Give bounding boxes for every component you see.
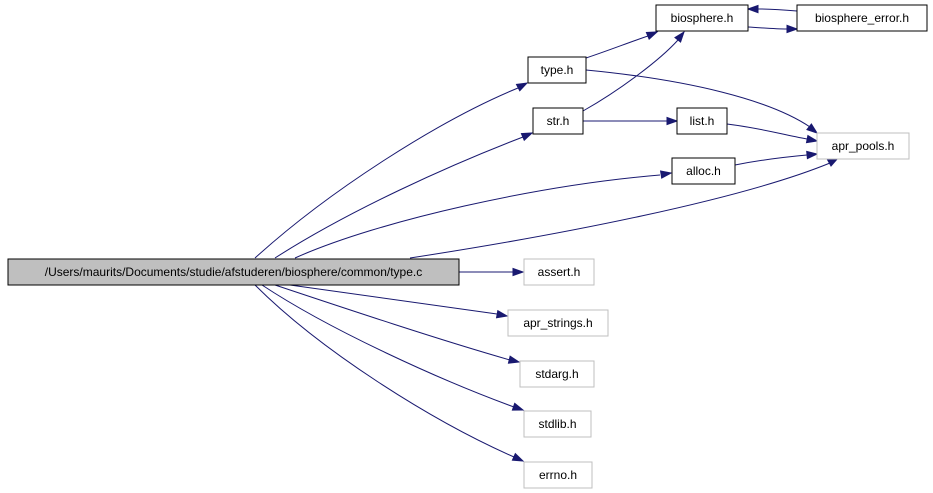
edge-biosphere-h-to-biosphere-error-h (747, 24, 799, 34)
edge-line (254, 87, 519, 259)
node-str-h-label: str.h (547, 114, 570, 128)
edge-line (274, 284, 511, 361)
edge-arrowhead (746, 4, 759, 14)
node-errno-h-label: errno.h (539, 468, 577, 482)
edge-arrowhead (666, 116, 679, 126)
node-type-h-label: type.h (541, 63, 574, 77)
edge-line (261, 284, 515, 408)
edge-root-to-alloc-h (294, 170, 673, 259)
edge-arrowhead (495, 309, 509, 319)
edge-arrowhead (507, 355, 521, 364)
node-biosphere-error-h[interactable]: biosphere_error.h (796, 4, 928, 32)
node-root-file[interactable]: /Users/maurits/Documents/studie/afstuder… (7, 258, 460, 286)
edge-biosphere-error-h-to-biosphere-h (746, 4, 798, 14)
edge-arrowhead (786, 24, 799, 34)
node-root-label: /Users/maurits/Documents/studie/afstuder… (45, 265, 423, 279)
edge-type-h-to-biosphere-h (585, 31, 659, 59)
edge-root-to-assert-h (459, 267, 525, 277)
edges-layer (254, 4, 840, 462)
edge-root-to-type-h (254, 82, 529, 259)
node-type-h[interactable]: type.h (527, 56, 587, 84)
node-biosphere-h-label: biosphere.h (671, 11, 734, 25)
edge-root-to-apr-strings-h (289, 284, 509, 319)
edge-type-h-to-apr-pools-h (585, 69, 819, 134)
edge-arrowhead (806, 150, 819, 160)
edge-line (254, 284, 515, 458)
edge-line (726, 123, 808, 140)
edge-arrowhead (511, 402, 525, 411)
node-list-h-label: list.h (690, 114, 715, 128)
edge-line (585, 69, 811, 128)
edge-root-to-str-h (274, 132, 534, 259)
node-stdarg-h-label: stdarg.h (535, 367, 578, 381)
edge-line (289, 284, 498, 315)
node-alloc-h[interactable]: alloc.h (671, 157, 736, 185)
edge-line (734, 154, 808, 166)
node-stdlib-h-label: stdlib.h (538, 417, 576, 431)
edge-arrowhead (659, 170, 673, 179)
node-str-h[interactable]: str.h (532, 107, 584, 135)
edge-str-h-to-list-h (583, 116, 679, 126)
node-apr-pools-h-label: apr_pools.h (832, 139, 895, 153)
edge-arrowhead (674, 30, 685, 43)
nodes-layer: /Users/maurits/Documents/studie/afstuder… (7, 4, 928, 489)
edge-line (747, 26, 788, 30)
edge-arrowhead (806, 123, 819, 134)
edge-arrowhead (645, 31, 659, 40)
edge-root-to-stdlib-h (261, 284, 525, 411)
node-assert-h[interactable]: assert.h (523, 258, 595, 286)
node-stdlib-h[interactable]: stdlib.h (523, 410, 592, 438)
edge-root-to-stdarg-h (274, 284, 521, 364)
node-alloc-h-label: alloc.h (686, 164, 721, 178)
node-list-h[interactable]: list.h (676, 107, 728, 135)
edge-line (585, 35, 649, 59)
node-errno-h[interactable]: errno.h (523, 461, 593, 489)
edge-line (409, 162, 831, 259)
edge-list-h-to-apr-pools-h (726, 123, 819, 144)
node-stdarg-h[interactable]: stdarg.h (519, 360, 595, 388)
edge-arrowhead (805, 134, 819, 144)
edge-str-h-to-biosphere-h (582, 30, 685, 112)
edge-line (757, 8, 798, 12)
edge-root-to-apr-pools-h (409, 157, 840, 259)
edge-arrowhead (511, 452, 525, 462)
edge-line (582, 39, 679, 112)
edge-arrowhead (515, 82, 529, 92)
edge-line (294, 174, 661, 259)
edge-root-to-errno-h (254, 284, 525, 462)
edge-line (274, 136, 524, 259)
node-apr-strings-h[interactable]: apr_strings.h (507, 309, 609, 337)
node-assert-h-label: assert.h (538, 265, 581, 279)
node-apr-strings-h-label: apr_strings.h (523, 316, 592, 330)
edge-arrowhead (520, 132, 534, 142)
node-biosphere-h[interactable]: biosphere.h (655, 4, 749, 32)
node-biosphere-error-h-label: biosphere_error.h (815, 11, 909, 25)
edge-arrowhead (512, 267, 525, 277)
node-apr-pools-h[interactable]: apr_pools.h (816, 132, 910, 160)
edge-alloc-h-to-apr-pools-h (734, 150, 819, 166)
